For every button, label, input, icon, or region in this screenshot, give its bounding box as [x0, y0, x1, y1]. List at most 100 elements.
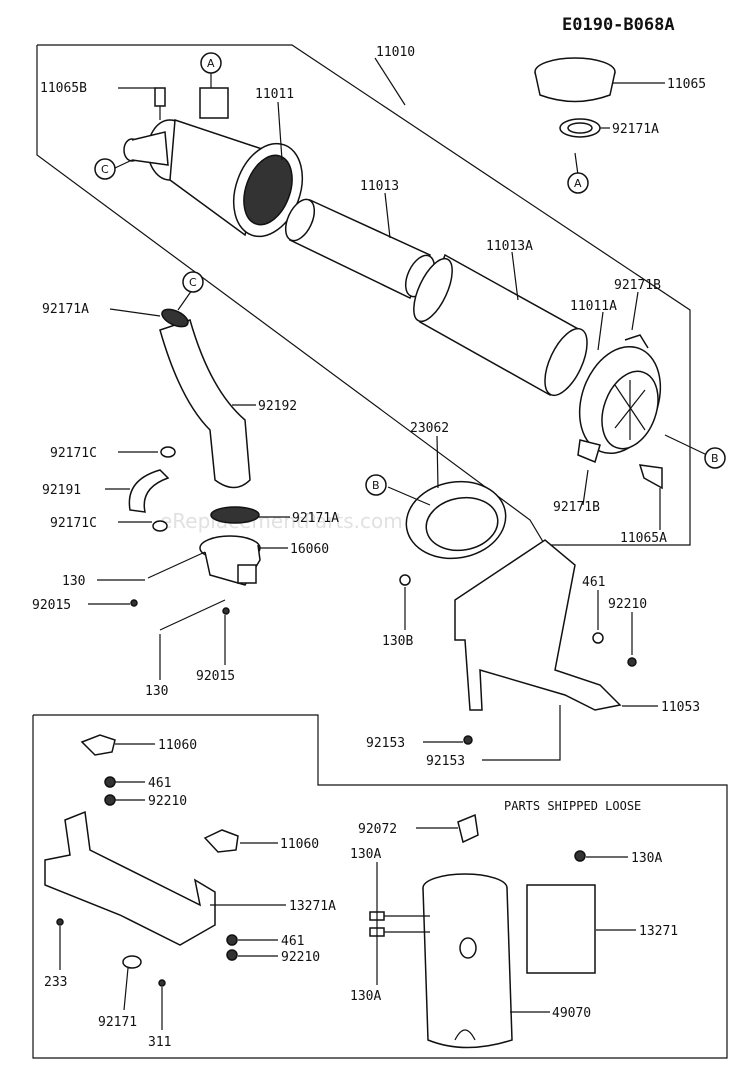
label-11053: 11053 — [661, 700, 700, 715]
clamp-92171-bottom — [122, 955, 142, 969]
washer-461-a — [104, 776, 116, 788]
svg-text:B: B — [372, 479, 380, 492]
label-11065b: 11065B — [40, 81, 87, 96]
label-92171a-top: 92171A — [612, 122, 659, 137]
label-461-right: 461 — [582, 575, 605, 590]
label-11060-a: 11060 — [158, 738, 197, 753]
bolt-130b — [399, 574, 411, 586]
dust-cup — [534, 57, 616, 103]
label-92191: 92191 — [42, 483, 81, 498]
assembly-bracket-outline — [36, 44, 691, 546]
nut-92210-a — [104, 794, 116, 806]
label-130a-b: 130A — [350, 989, 381, 1004]
bolt-233 — [56, 918, 64, 926]
label-92171a-left: 92171A — [42, 302, 89, 317]
mounting-band — [405, 480, 507, 560]
mounting-plate — [454, 539, 622, 711]
parts-shipped-loose-note: PARTS SHIPPED LOOSE — [504, 799, 641, 813]
diagram-id: E0190-B068A — [562, 15, 675, 35]
label-92171c-b: 92171C — [50, 516, 97, 531]
label-13271: 13271 — [639, 924, 678, 939]
leader-lines — [59, 57, 708, 1030]
part-labels: 11010 11065B 11011 11065 92171A 11013 11… — [32, 45, 706, 1050]
label-92015-b: 92015 — [196, 669, 235, 684]
inner-filter-element — [284, 198, 436, 300]
nut-92210-right — [627, 657, 637, 667]
svg-text:B: B — [711, 452, 719, 465]
label-92210-right: 92210 — [608, 597, 647, 612]
label-92210-b: 92210 — [281, 950, 320, 965]
label-233: 233 — [44, 975, 67, 990]
label-92171b-bot: 92171B — [553, 500, 600, 515]
label-92015-a: 92015 — [32, 598, 71, 613]
callout-b-cap: B — [704, 447, 726, 469]
nut-92015-a — [130, 599, 138, 607]
label-23062: 23062 — [410, 421, 449, 436]
callout-c-hose: C — [182, 271, 204, 293]
clamp-band-bottom — [577, 439, 601, 464]
label-92171c-a: 92171C — [50, 446, 97, 461]
label-130-b: 130 — [145, 684, 168, 699]
svg-text:C: C — [189, 276, 197, 289]
nut-92153-a — [463, 735, 473, 745]
callout-b-band: B — [365, 474, 387, 496]
label-92210-a: 92210 — [148, 794, 187, 809]
gasket-11060-a — [80, 734, 116, 756]
loose-parts-box — [32, 714, 728, 1059]
callout-a-right: A — [567, 172, 589, 194]
clamp-92171c-upper — [160, 446, 176, 458]
bolt-130-upper — [147, 551, 206, 579]
screw-311 — [158, 979, 166, 987]
gasket-11060-b — [203, 829, 239, 853]
breather-hose — [128, 469, 170, 513]
label-92153-b: 92153 — [426, 754, 465, 769]
label-130a-a: 130A — [350, 847, 381, 862]
watermark: eReplacementParts.com — [160, 509, 403, 533]
outer-filter-element — [413, 253, 588, 397]
callout-c-left: C — [94, 158, 116, 180]
label-16060: 16060 — [290, 542, 329, 557]
label-92153-a: 92153 — [366, 736, 405, 751]
label-461-a: 461 — [148, 776, 171, 791]
clamp-top — [559, 118, 601, 138]
label-11065: 11065 — [667, 77, 706, 92]
screw-130a-right — [574, 850, 586, 862]
intake-hose — [159, 319, 251, 489]
svg-text:A: A — [207, 57, 215, 70]
bolt-92153-b — [522, 705, 561, 761]
elbow-fitting — [199, 535, 261, 586]
label-11011a: 11011A — [570, 299, 617, 314]
plate-13271 — [526, 884, 596, 974]
label-13271a: 13271A — [289, 899, 336, 914]
label-130b: 130B — [382, 634, 413, 649]
label-92171: 92171 — [98, 1015, 137, 1030]
bracket-13271a — [44, 810, 216, 946]
label-11065a: 11065A — [620, 531, 667, 546]
label-49070: 49070 — [552, 1006, 591, 1021]
vacuator-valve — [638, 464, 663, 490]
air-cleaner-housing — [123, 87, 304, 238]
svg-text:A: A — [574, 177, 582, 190]
washer-461-b — [226, 934, 238, 946]
label-11010: 11010 — [376, 45, 415, 60]
label-130-a: 130 — [62, 574, 85, 589]
label-11060-b: 11060 — [280, 837, 319, 852]
washer-461-right — [592, 632, 604, 644]
label-311: 311 — [148, 1035, 171, 1050]
clamp-92171c-lower — [152, 520, 168, 532]
label-92192: 92192 — [258, 399, 297, 414]
air-cleaner-cap — [578, 334, 662, 455]
canister-49070 — [422, 873, 513, 1049]
label-11011: 11011 — [255, 87, 294, 102]
callout-a-top: A — [200, 52, 222, 74]
label-130a-right: 130A — [631, 851, 662, 866]
label-11013a: 11013A — [486, 239, 533, 254]
label-92072: 92072 — [358, 822, 397, 837]
svg-text:C: C — [101, 163, 109, 176]
switch-92072 — [457, 813, 479, 844]
label-92171b-top: 92171B — [614, 278, 661, 293]
nut-92210-b — [226, 949, 238, 961]
hose-clamp-left — [161, 308, 189, 328]
bolt-130-lower — [159, 599, 226, 631]
